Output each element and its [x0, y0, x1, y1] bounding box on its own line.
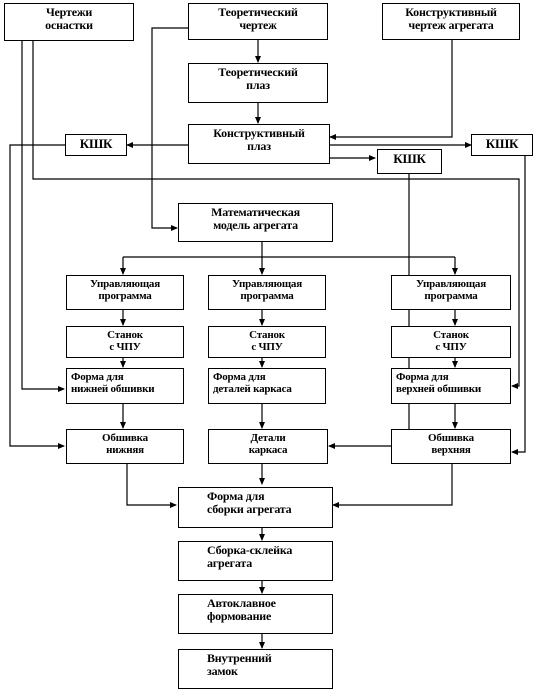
math-model-box: Математическая модель агрегата — [178, 203, 333, 242]
machine-box-1: Станок с ЧПУ — [66, 326, 184, 358]
arrow-math-model-to-programs — [123, 242, 455, 258]
arrow-osnastka-to-form-upper — [32, 40, 520, 389]
autoclave-forming-box: Автоклавное формование — [178, 594, 333, 634]
lower-skin-box: Обшивка нижняя — [66, 429, 184, 464]
arrow-theor-drawing-to-math-model — [151, 27, 188, 231]
machine-box-2: Станок с ЧПУ — [208, 326, 326, 358]
arrow-lower-skin-to-assembly-form — [126, 464, 177, 508]
form-frame-parts-box: Форма для деталей каркаса — [208, 368, 326, 404]
form-upper-skin-box: Форма для верхней обшивки — [391, 368, 511, 404]
program-box-2: Управляющая программа — [208, 275, 326, 310]
program-box-3: Управляющая программа — [391, 275, 511, 310]
arrow-kshk-right-to-upper-skin — [511, 153, 526, 455]
upper-skin-box: Обшивка верхняя — [391, 429, 511, 464]
arrow-assembly-drawing-to-design-plaz — [329, 40, 453, 140]
arrow-kshk-left-to-lower-skin — [9, 144, 65, 449]
program-box-1: Управляющая программа — [66, 275, 184, 310]
assembly-design-drawing-box: Конструктивный чертеж агрегата — [382, 3, 520, 40]
arrow-osnastka-to-form-lower — [21, 40, 65, 392]
kshk-middle-box: КШК — [377, 149, 442, 174]
machine-box-3: Станок с ЧПУ — [391, 326, 511, 358]
assembly-gluing-box: Сборка-склейка агрегата — [178, 541, 333, 581]
form-lower-skin-box: Форма для нижней обшивки — [66, 368, 184, 404]
osnastka-drawings-box: Чертежи оснастки — [4, 3, 134, 41]
arrow-kshk-middle-to-frame-parts — [328, 174, 410, 449]
assembly-form-box: Форма для сборки агрегата — [178, 487, 333, 528]
kshk-right-box: КШК — [471, 134, 533, 156]
kshk-left-box: КШК — [65, 134, 127, 156]
inner-lock-box: Внутренний замок — [178, 649, 333, 689]
theoretical-drawing-box: Теоретический чертеж — [188, 3, 328, 40]
arrow-upper-skin-to-assembly-form — [332, 464, 453, 508]
frame-parts-box: Детали каркаса — [208, 429, 328, 464]
theoretical-plaz-box: Теоретический плаз — [188, 63, 328, 103]
design-plaz-box: Конструктивный плаз — [188, 124, 330, 164]
